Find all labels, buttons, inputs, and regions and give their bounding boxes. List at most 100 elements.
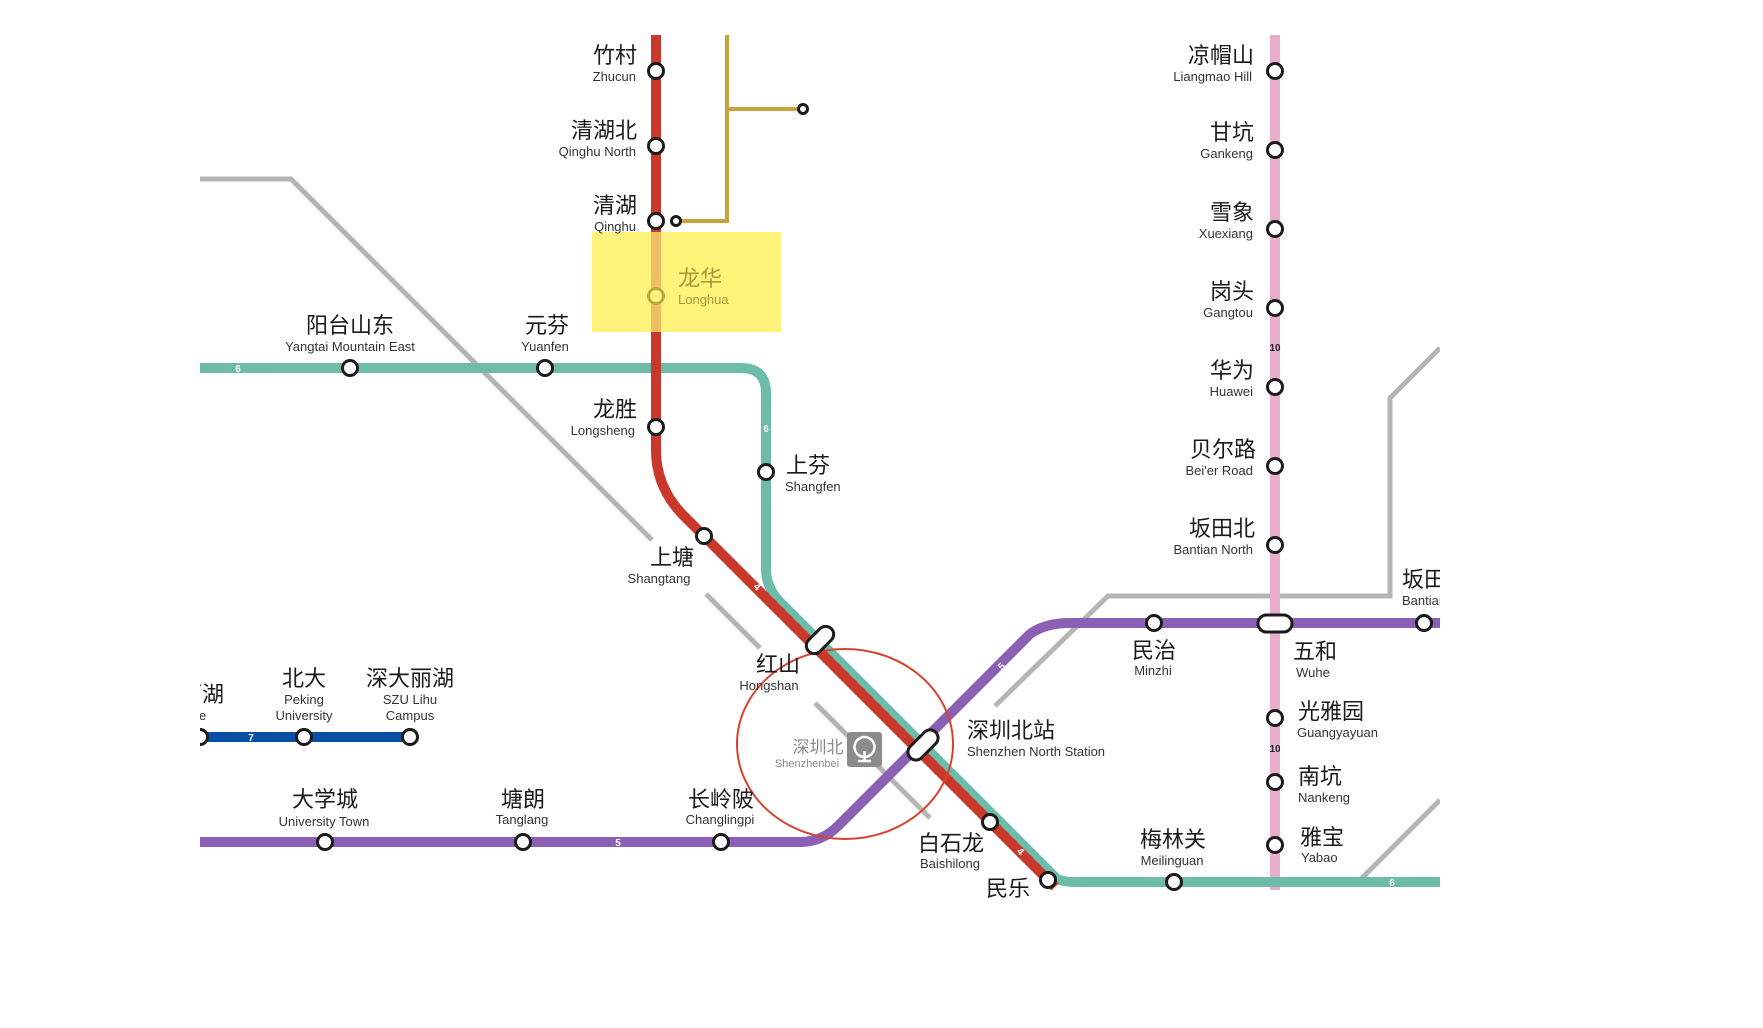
station-label-en: Baishilong	[920, 856, 980, 871]
line-6-number: 6	[763, 424, 769, 435]
station-label-cn: 雪象	[1210, 201, 1254, 226]
station-marker-yuanfen[interactable]	[536, 359, 554, 377]
station-label-en: Guangyayuan	[1297, 725, 1378, 740]
station-marker-longsheng[interactable]	[647, 418, 665, 436]
station-marker-nankeng[interactable]	[1266, 773, 1284, 791]
station-label-cn: 元芬	[525, 314, 569, 339]
station-label-cn: 五和	[1293, 640, 1337, 665]
station-label-en: Peking	[284, 692, 324, 707]
station-marker-qinghu[interactable]	[647, 212, 665, 230]
station-label-cn: 红山	[756, 653, 800, 678]
station-label-cn: 雅宝	[1300, 826, 1344, 851]
station-label-en: Hongshan	[739, 678, 798, 693]
station-label-en: Bantian	[1402, 593, 1446, 608]
station-marker-gankeng[interactable]	[1266, 141, 1284, 159]
station-label-en: Shenzhen North Station	[967, 744, 1105, 759]
interchange-wuhe[interactable]	[1256, 613, 1294, 634]
line-10-number: 10	[1269, 744, 1281, 755]
station-label-cn: 北大	[282, 667, 326, 692]
station-label-en: Yuanfen	[521, 339, 569, 354]
line-10-number: 10	[1269, 343, 1281, 354]
station-label-en: Qinghu North	[559, 144, 636, 159]
station-label-cn: 贝尔路	[1190, 438, 1256, 463]
station-marker-shangtang[interactable]	[695, 527, 713, 545]
station-label-cn: 丽湖	[180, 683, 224, 708]
grey-line-west-cont	[704, 592, 762, 650]
station-marker-minle[interactable]	[1039, 871, 1057, 889]
station-label-cn: 甘坑	[1210, 121, 1254, 146]
station-marker-szu-lihu[interactable]	[401, 728, 419, 746]
station-label-en: Nankeng	[1298, 790, 1350, 805]
station-label-en: Gangtou	[1203, 305, 1253, 320]
line-5-number: 5	[615, 838, 621, 849]
station-marker-lihu[interactable]	[193, 728, 209, 746]
grey-line-east	[993, 346, 1440, 708]
station-label-cn: 竹村	[593, 44, 637, 69]
station-marker-bantian-north[interactable]	[1266, 536, 1284, 554]
station-label-en: Longsheng	[571, 423, 635, 438]
railway-label-cn: 深圳北	[793, 738, 844, 758]
station-label-cn: 上塘	[650, 546, 694, 571]
line-6-number: 6	[235, 364, 241, 375]
station-marker-yabao[interactable]	[1266, 836, 1284, 854]
station-marker-guangyayuan[interactable]	[1266, 709, 1284, 727]
station-marker-bantian[interactable]	[1415, 614, 1433, 632]
grey-line-west	[200, 176, 654, 542]
station-label-en: Yabao	[1301, 850, 1338, 865]
station-label-en: SZU Lihu	[383, 692, 437, 707]
line-4-track	[651, 35, 1059, 891]
station-label-cn: 民乐	[986, 877, 1030, 902]
station-marker-minzhi[interactable]	[1145, 614, 1163, 632]
station-marker-yangtai[interactable]	[341, 359, 359, 377]
station-marker-beier[interactable]	[1266, 457, 1284, 475]
station-marker-xuexiang[interactable]	[1266, 220, 1284, 238]
station-label-en: Shangfen	[785, 479, 841, 494]
station-label-en: Meilinguan	[1141, 853, 1204, 868]
station-label-cn: 深圳北站	[967, 719, 1055, 744]
station-marker-liangmao[interactable]	[1266, 62, 1284, 80]
station-label-en: Longhua	[678, 292, 729, 307]
station-label-cn: 坂田	[1402, 568, 1446, 593]
station-label-en: University	[275, 708, 333, 723]
station-label-cn: 阳台山东	[306, 314, 394, 339]
interchange-shenzhen-north[interactable]	[905, 727, 942, 764]
station-marker-gangtou[interactable]	[1266, 299, 1284, 317]
station-label-en: Shangtang	[628, 571, 691, 586]
station-label-en: Xuexiang	[1199, 226, 1253, 241]
station-label-en: Gankeng	[1200, 146, 1253, 161]
line-6-number: 6	[1389, 878, 1395, 889]
station-label-cn: 坂田北	[1189, 517, 1255, 542]
station-marker-tanglang[interactable]	[514, 833, 532, 851]
station-label-en: Bei'er Road	[1185, 463, 1253, 478]
station-label-en: Bantian North	[1174, 542, 1254, 557]
station-marker-university-town[interactable]	[316, 833, 334, 851]
station-label-en: Changlingpi	[686, 812, 755, 827]
station-label-cn: 华为	[1210, 359, 1254, 384]
gold-line-terminal-end	[797, 103, 809, 115]
station-label-cn: 岗头	[1210, 280, 1254, 305]
station-marker-zhucun[interactable]	[647, 62, 665, 80]
station-label-cn: 塘朗	[501, 788, 545, 813]
station-label-en: Huawei	[1210, 384, 1253, 399]
railway-station-icon[interactable]	[847, 732, 882, 767]
station-label-cn: 南坑	[1298, 765, 1342, 790]
station-label-cn: 白石龙	[918, 832, 984, 857]
station-label-cn: 龙华	[678, 267, 722, 292]
station-label-en: Lake	[178, 708, 206, 723]
interchange-hongshan[interactable]	[803, 623, 837, 657]
station-marker-meilinguan[interactable]	[1165, 873, 1183, 891]
grey-line-southeast	[1358, 798, 1440, 882]
line-7-number: 7	[248, 733, 254, 744]
station-marker-huawei[interactable]	[1266, 378, 1284, 396]
station-marker-shangfen[interactable]	[757, 463, 775, 481]
station-marker-longhua[interactable]	[647, 287, 665, 305]
station-label-en: Yangtai Mountain East	[285, 339, 415, 354]
station-marker-qinghu-north[interactable]	[647, 137, 665, 155]
station-marker-changlingpi[interactable]	[712, 833, 730, 851]
station-label-cn: 大学城	[292, 788, 358, 813]
gold-line-terminal-start	[670, 215, 682, 227]
station-marker-peking[interactable]	[295, 728, 313, 746]
station-marker-baishilong[interactable]	[981, 813, 999, 831]
railway-label-en: Shenzhenbei	[775, 758, 839, 770]
station-label-en: Campus	[386, 708, 435, 723]
